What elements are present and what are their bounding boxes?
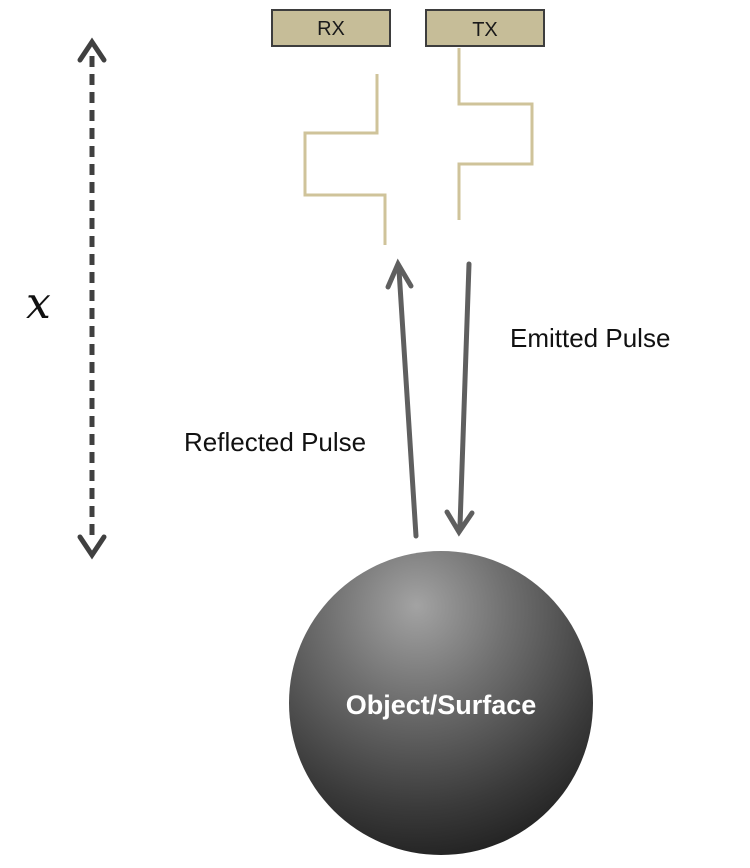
emitted-pulse-arrow [444,261,475,537]
received-pulse-waveform [303,74,387,245]
reflected-pulse-arrow [385,258,419,539]
transmitter-box: TX [425,9,545,47]
reflected-pulse-label: Reflected Pulse [184,427,366,457]
emitted-pulse-waveform [457,48,534,220]
emitted-pulse-label: Emitted Pulse [510,323,670,353]
object-sphere: Object/Surface [289,551,593,855]
transmitter-label: TX [472,19,498,41]
receiver-box: RX [271,9,391,47]
distance-arrow [77,37,107,560]
distance-variable-label: x [26,278,51,329]
object-label: Object/Surface [346,690,537,720]
receiver-label: RX [317,18,345,40]
